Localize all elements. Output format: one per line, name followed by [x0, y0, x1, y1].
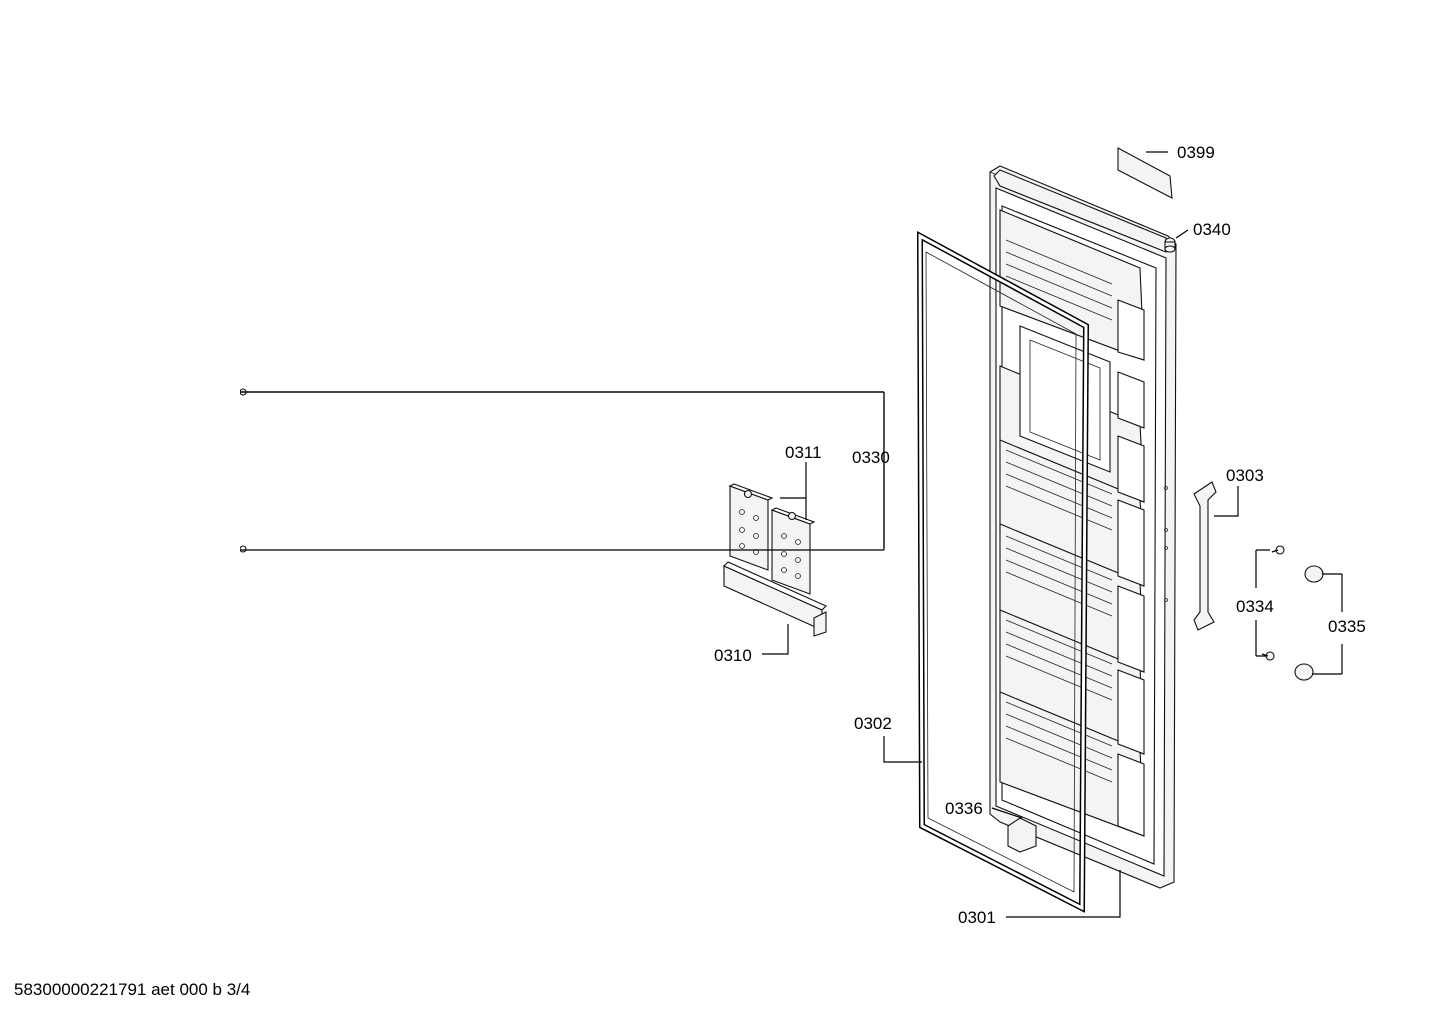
- label-0301: 0301: [958, 908, 996, 927]
- door-latch: [1007, 817, 1037, 853]
- label-0310: 0310: [714, 646, 752, 665]
- mounting-screws: [239, 388, 247, 553]
- label-0336: 0336: [945, 799, 983, 818]
- label-0335: 0335: [1328, 617, 1366, 636]
- label-0330: 0330: [852, 448, 890, 467]
- door-handle: [1193, 481, 1217, 631]
- label-0340: 0340: [1193, 220, 1231, 239]
- handle-screws: [1261, 545, 1285, 661]
- label-0302: 0302: [854, 714, 892, 733]
- handle-caps: [1294, 565, 1324, 681]
- hinge-cap-part: [1164, 237, 1176, 253]
- cold-pack-holder: [723, 561, 827, 637]
- label-0303: 0303: [1226, 466, 1264, 485]
- cold-packs: [728, 483, 816, 595]
- label-0334: 0334: [1236, 597, 1274, 616]
- leader-0330: [230, 385, 240, 555]
- door-panel: [989, 165, 1177, 889]
- door-gasket: [916, 230, 1090, 913]
- label-0311: 0311: [785, 443, 822, 462]
- drawing-reference-footer: 58300000221791 aet 000 b 3/4: [14, 980, 251, 999]
- label-0399: 0399: [1177, 143, 1215, 162]
- label-plate-part: [1117, 147, 1173, 199]
